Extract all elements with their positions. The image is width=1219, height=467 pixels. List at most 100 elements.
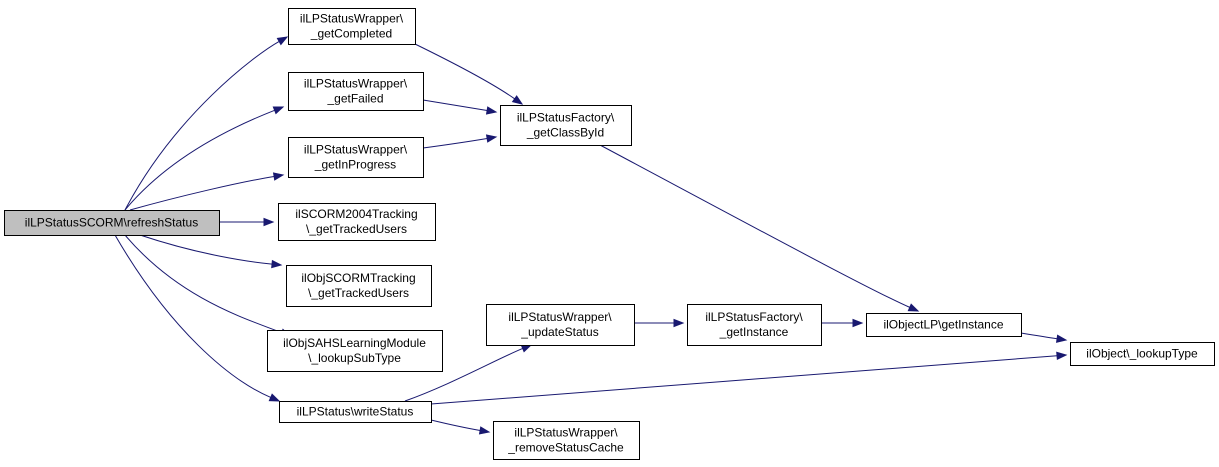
node-label-line: _getInstance (719, 325, 789, 339)
edge-root-to-scorm2004 (219, 217, 275, 227)
node-label-line: _getFailed (326, 92, 383, 106)
arrowhead (268, 393, 281, 402)
node-factoryGetInstance[interactable]: ilLPStatusFactory\_getInstance (687, 304, 822, 346)
node-label-line: ilObject\_lookupType (1086, 347, 1198, 361)
node-label-line: ilLPStatusWrapper\ (304, 77, 408, 91)
arrowhead (1055, 334, 1068, 343)
edges-layer (114, 36, 1068, 435)
edge-root-to-objScorm (139, 234, 283, 269)
node-label-line: \_getTrackedUsers (306, 222, 407, 236)
node-box[interactable] (288, 72, 424, 111)
node-objectLPGetInstance[interactable]: ilObjectLP\getInstance (866, 313, 1022, 337)
node-box[interactable] (279, 401, 432, 423)
nodes-layer: ilLPStatusSCORM\refreshStatus ilLPStatusW… (4, 8, 1215, 460)
node-getCompleted[interactable]: ilLPStatusWrapper\_getCompleted (288, 8, 416, 45)
node-label-line: ilLPStatus\writeStatus (297, 405, 414, 419)
edge-line (124, 40, 280, 211)
node-label-line: ilLPStatusWrapper\ (508, 310, 612, 324)
node-getClassById[interactable]: ilLPStatusFactory\_getClassById (500, 105, 632, 146)
node-removeCache[interactable]: ilLPStatusWrapper\_removeStatusCache (493, 421, 640, 460)
node-label-line: ilLPStatusWrapper\ (304, 143, 408, 157)
arrowhead (485, 106, 498, 115)
node-sahs[interactable]: ilObjSAHSLearningModule\_lookupSubType (267, 330, 443, 372)
edge-root-to-getCompleted (124, 36, 289, 211)
edge-line (430, 419, 481, 431)
node-lookupType[interactable]: ilObject\_lookupType (1070, 342, 1215, 366)
edge-line (114, 234, 271, 398)
edge-root-to-writeStatus (114, 234, 281, 402)
node-label-line: ilObjectLP\getInstance (883, 318, 1003, 332)
node-getInProgress[interactable]: ilLPStatusWrapper\_getInProgress (288, 137, 424, 178)
arrowhead (478, 426, 491, 435)
node-box[interactable] (687, 304, 822, 346)
node-label-line: ilObjSAHSLearningModule (283, 336, 426, 350)
node-updateStatus[interactable]: ilLPStatusWrapper\_updateStatus (486, 304, 635, 346)
edge-getCompleted-to-getClassById (414, 43, 524, 105)
arrowhead (272, 172, 285, 181)
node-label-line: ilSCORM2004Tracking (295, 207, 417, 221)
arrowhead (276, 36, 289, 46)
edge-updateStatus-to-factoryGetInstance (634, 318, 685, 328)
node-label-line: _removeStatusCache (507, 441, 624, 455)
node-label-line: _getClassById (526, 126, 604, 140)
edge-objectLPGetInstance-to-lookupType (1020, 332, 1068, 343)
arrowhead (852, 318, 864, 328)
node-box[interactable] (278, 203, 436, 241)
node-box[interactable] (288, 137, 424, 178)
node-scorm2004[interactable]: ilSCORM2004Tracking\_getTrackedUsers (278, 203, 436, 241)
edge-line (1020, 332, 1058, 340)
node-box[interactable] (486, 304, 635, 346)
node-box[interactable] (866, 313, 1022, 337)
node-box[interactable] (267, 330, 443, 372)
edge-getClassById-to-objectLPGetInstance (599, 144, 920, 312)
edge-line (124, 109, 275, 211)
node-box[interactable] (288, 8, 416, 45)
edge-line (422, 137, 488, 149)
node-label-line: _updateStatus (520, 325, 598, 339)
arrowhead (272, 106, 285, 115)
node-label-line: \_getTrackedUsers (308, 286, 409, 300)
node-label-line: ilLPStatusWrapper\ (300, 12, 404, 26)
node-objScorm[interactable]: ilObjSCORMTracking\_getTrackedUsers (286, 265, 432, 307)
edge-writeStatus-to-lookupType (430, 351, 1068, 405)
arrowhead (263, 217, 275, 227)
edge-root-to-sahs (124, 234, 292, 337)
node-box[interactable] (493, 421, 640, 460)
arrowhead (907, 303, 920, 312)
arrowhead (511, 95, 524, 105)
node-box[interactable] (500, 105, 632, 146)
edge-getFailed-to-getClassById (422, 99, 498, 115)
node-getFailed[interactable]: ilLPStatusWrapper\_getFailed (288, 72, 424, 111)
arrowhead (520, 344, 533, 353)
edge-line (124, 234, 282, 334)
node-root[interactable]: ilLPStatusSCORM\refreshStatus (4, 210, 220, 236)
node-label-line: _getInProgress (314, 158, 396, 172)
edge-line (414, 43, 515, 100)
edge-root-to-getInProgress (129, 172, 285, 211)
edge-writeStatus-to-removeCache (430, 419, 491, 435)
edge-line (599, 144, 910, 308)
arrowhead (485, 134, 498, 143)
arrowhead (271, 259, 283, 269)
edge-line (404, 348, 523, 402)
node-label-line: ilLPStatusFactory\ (705, 310, 803, 324)
edge-line (422, 99, 488, 112)
arrowhead (1056, 351, 1068, 361)
node-box[interactable] (286, 265, 432, 307)
node-label-line: ilLPStatusFactory\ (517, 111, 615, 125)
node-label-line: ilLPStatusSCORM\refreshStatus (25, 216, 198, 230)
edge-line (430, 355, 1058, 405)
edge-getInProgress-to-getClassById (422, 134, 498, 149)
node-label-line: _getCompleted (310, 27, 392, 41)
node-box[interactable] (4, 210, 220, 236)
node-label-line: \_lookupSubType (308, 351, 401, 365)
node-writeStatus[interactable]: ilLPStatus\writeStatus (279, 401, 432, 423)
node-label-line: ilLPStatusWrapper\ (514, 426, 618, 440)
node-box[interactable] (1070, 342, 1215, 366)
edge-factoryGetInstance-to-objectLPGetInstance (821, 318, 864, 328)
edge-line (139, 234, 273, 265)
edge-line (129, 175, 275, 211)
node-label-line: ilObjSCORMTracking (301, 271, 415, 285)
edge-root-to-getFailed (124, 106, 285, 211)
